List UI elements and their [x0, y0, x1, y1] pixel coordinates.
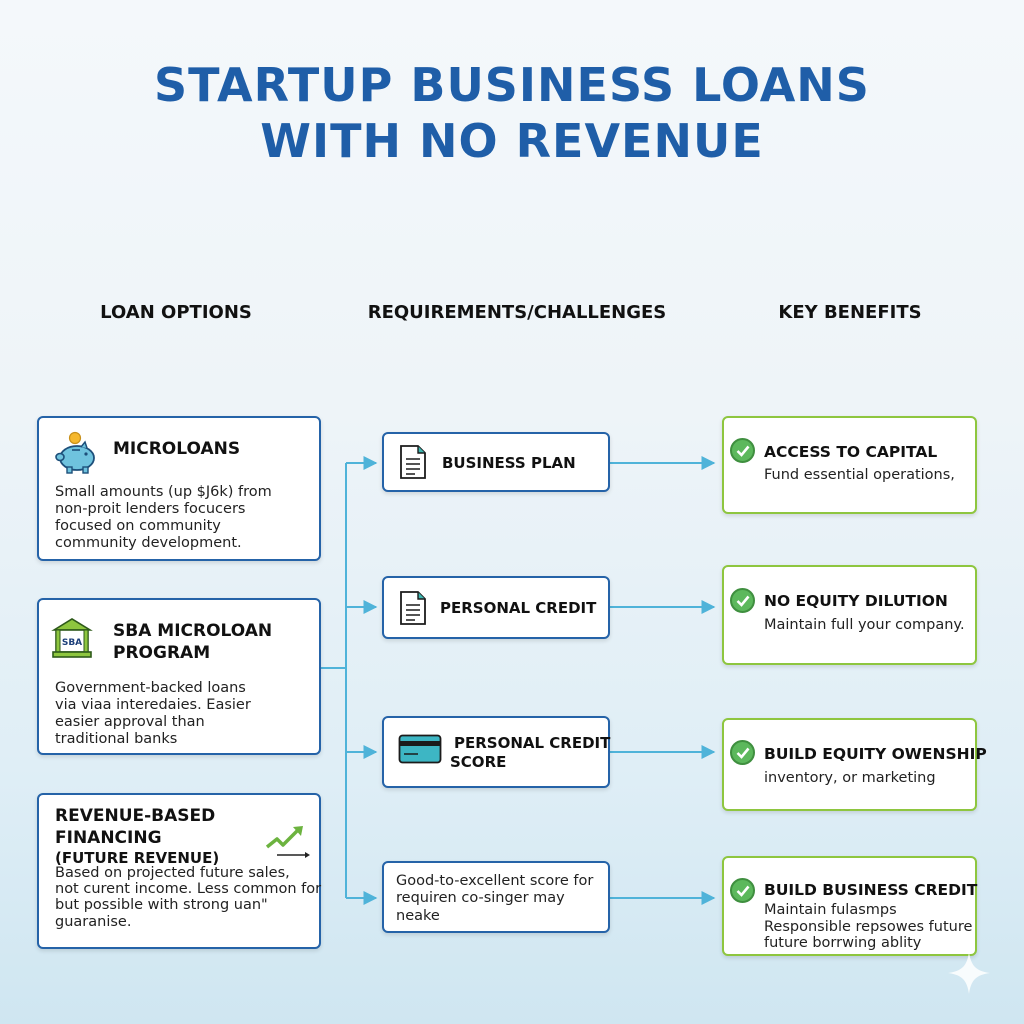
benefit-card-no-equity-dilution: NO EQUITY DILUTION Maintain full your co…: [722, 565, 977, 665]
svg-text:SBA: SBA: [62, 638, 82, 648]
requirement-label: PERSONAL CREDIT: [454, 734, 611, 752]
requirement-card-business-plan: BUSINESS PLAN: [382, 432, 610, 492]
benefit-title: BUILD EQUITY OWENSHIP: [764, 745, 987, 763]
loan-title: REVENUE-BASED FINANCING: [55, 806, 216, 849]
requirement-label: PERSONAL CREDIT: [440, 599, 597, 617]
loan-description: Based on projected future sales, not cur…: [55, 865, 322, 930]
document-icon: [398, 590, 428, 630]
benefit-description: Maintain fulasmps Responsible repsowes f…: [764, 902, 973, 952]
growth-chart-icon: [263, 823, 311, 863]
check-icon: [730, 878, 755, 903]
requirement-label-line-2: SCORE: [450, 753, 507, 771]
requirement-text: Good-to-excellent score for requiren co-…: [396, 873, 594, 924]
credit-card-icon: [398, 734, 442, 768]
requirement-card-credit-score-note: Good-to-excellent score for requiren co-…: [382, 861, 610, 933]
loan-card-revenue-based-financing: REVENUE-BASED FINANCING (FUTURE REVENUE)…: [37, 793, 321, 949]
page-title-line-1: STARTUP BUSINESS LOANS: [154, 58, 870, 112]
benefit-card-build-equity-ownership: BUILD EQUITY OWENSHIP inventory, or mark…: [722, 718, 987, 811]
check-icon: [730, 740, 755, 765]
column-heading-requirements: REQUIREMENTS/CHALLENGES: [367, 302, 667, 323]
benefit-card-access-to-capital: ACCESS TO CAPITAL Fund essential operati…: [722, 416, 977, 514]
benefit-description: Fund essential operations,: [764, 467, 955, 483]
loan-card-microloans: MICROLOANS Small amounts (up $J6k) from …: [37, 416, 321, 561]
loan-title: SBA MICROLOAN PROGRAM: [113, 621, 273, 664]
column-heading-loan-options: LOAN OPTIONS: [100, 302, 252, 323]
loan-subtitle: (FUTURE REVENUE): [55, 849, 220, 867]
loan-title: MICROLOANS: [113, 439, 241, 459]
requirement-card-personal-credit-score: PERSONAL CREDIT SCORE: [382, 716, 610, 788]
requirement-card-personal-credit: PERSONAL CREDIT: [382, 576, 610, 639]
requirement-label: BUSINESS PLAN: [442, 454, 576, 472]
bank-building-icon: SBA: [51, 616, 93, 664]
benefit-title: NO EQUITY DILUTION: [764, 592, 948, 610]
benefit-title: BUILD BUSINESS CREDIT: [764, 881, 978, 899]
benefit-card-build-business-credit: BUILD BUSINESS CREDIT Maintain fulasmps …: [722, 856, 977, 956]
piggy-bank-icon: [53, 430, 99, 478]
benefit-description: inventory, or marketing: [764, 770, 936, 786]
page-title-line-2: WITH NO REVENUE: [260, 114, 764, 168]
loan-description: Government-backed loans via viaa intered…: [55, 680, 251, 748]
document-icon: [398, 444, 428, 484]
check-icon: [730, 438, 755, 463]
column-heading-key-benefits: KEY BENEFITS: [778, 302, 922, 323]
loan-card-sba-microloan: SBA SBA MICROLOAN PROGRAM Government-bac…: [37, 598, 321, 755]
check-icon: [730, 588, 755, 613]
sparkle-icon: [946, 950, 992, 1000]
loan-description: Small amounts (up $J6k) from non-proit l…: [55, 484, 272, 552]
benefit-title: ACCESS TO CAPITAL: [764, 443, 938, 461]
benefit-description: Maintain full your company.: [764, 617, 965, 633]
